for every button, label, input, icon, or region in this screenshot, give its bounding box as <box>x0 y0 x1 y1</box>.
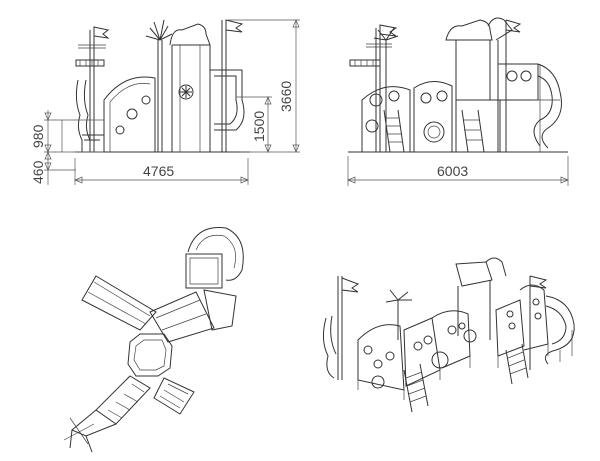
dim-platform-460: 460 <box>30 160 46 184</box>
plan-tube-middle <box>149 291 215 343</box>
roof-tower <box>169 23 211 152</box>
dim-platform-980: 980 <box>30 124 46 148</box>
flag-right <box>505 19 522 152</box>
side-view-right <box>347 17 569 186</box>
roof-tower <box>445 17 513 152</box>
flag-tower-right <box>221 19 244 152</box>
dim-width-right: 6003 <box>437 163 468 179</box>
isometric-view <box>322 257 575 413</box>
side-view-left <box>44 19 300 185</box>
plan-center-platform <box>127 333 173 377</box>
dimensions-left <box>44 19 300 185</box>
porthole-panel <box>497 63 539 101</box>
plan-view <box>63 227 244 453</box>
spiral-slide <box>530 63 562 152</box>
iso-ladder <box>403 363 429 413</box>
arch-panel <box>103 76 194 152</box>
flag-tower-left <box>75 26 110 152</box>
plan-slide <box>187 227 244 281</box>
wave-panel <box>75 79 83 152</box>
slide-right <box>210 69 245 131</box>
palm-tree-right <box>373 27 399 152</box>
dim-platform-1500: 1500 <box>251 111 267 142</box>
iso-spiral-slide <box>544 295 575 365</box>
dimensions-right <box>347 156 569 186</box>
iso-arch-panel <box>357 324 405 391</box>
dim-width-left: 4765 <box>143 163 174 179</box>
arch-panels <box>361 81 501 152</box>
ladders <box>383 109 485 153</box>
palm-tree-left <box>145 19 173 152</box>
plan-tube-left <box>81 275 157 331</box>
plan-bridge <box>95 375 151 425</box>
flag-tower-left <box>349 24 398 152</box>
dim-overall-height: 3660 <box>278 81 294 112</box>
plan-top-platform <box>185 253 223 289</box>
